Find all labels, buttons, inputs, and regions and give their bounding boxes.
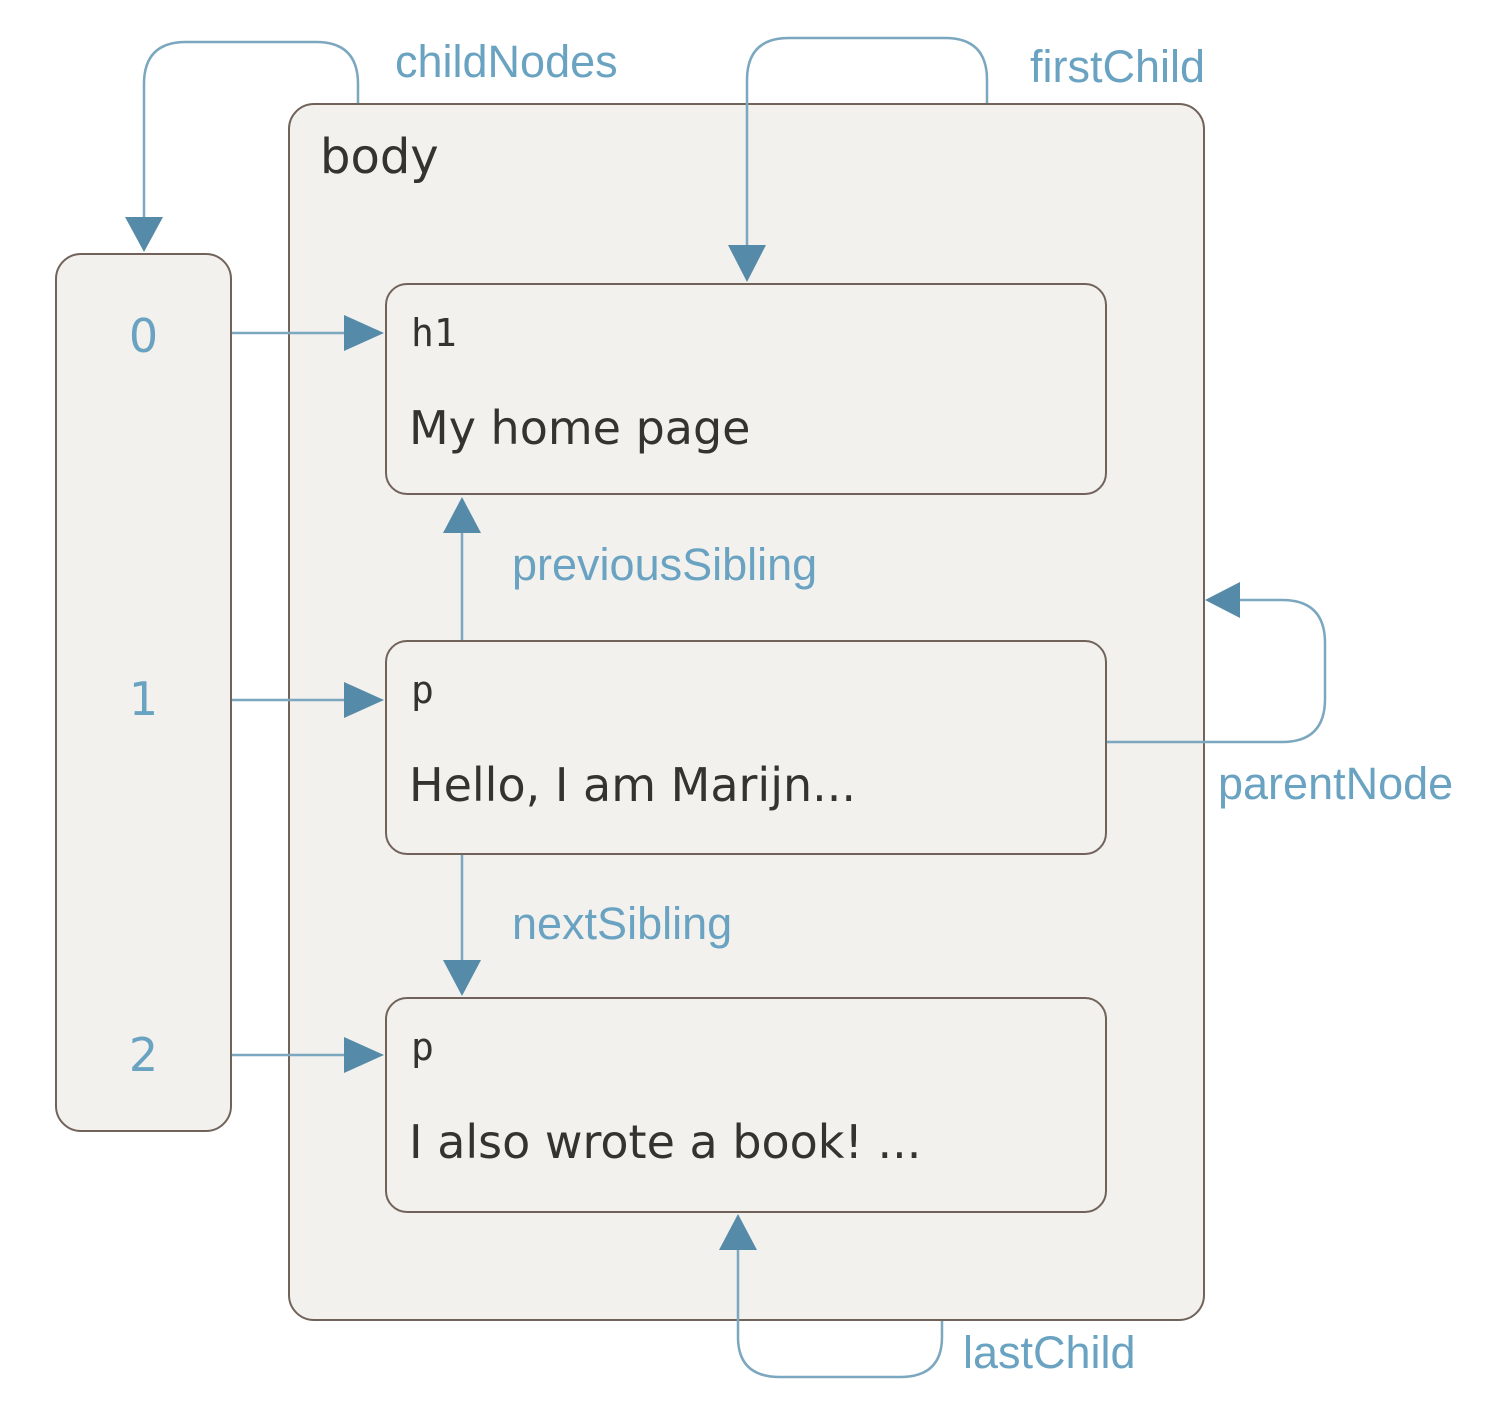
p1-text: Hello, I am Marijn... <box>409 758 857 812</box>
h1-tag-label: h1 <box>411 311 457 355</box>
p1-tag-label: p <box>411 668 434 712</box>
node-p1-box: p Hello, I am Marijn... <box>385 640 1107 855</box>
h1-text: My home page <box>409 401 751 455</box>
index-0: 0 <box>128 309 159 363</box>
firstchild-label: firstChild <box>1030 41 1206 92</box>
index-2: 2 <box>128 1028 159 1082</box>
lastchild-label: lastChild <box>963 1327 1136 1378</box>
previoussibling-label: previousSibling <box>512 539 818 590</box>
p2-text: I also wrote a book! ... <box>409 1115 922 1169</box>
childnodes-list-box: 0 1 2 <box>55 253 232 1132</box>
p2-tag-label: p <box>411 1025 434 1069</box>
childnodes-arrowhead-icon <box>125 217 163 252</box>
childnodes-label: childNodes <box>395 36 618 87</box>
index-1: 1 <box>128 672 159 726</box>
body-tag-label: body <box>320 129 439 185</box>
node-p2-box: p I also wrote a book! ... <box>385 997 1107 1213</box>
node-h1-box: h1 My home page <box>385 283 1107 495</box>
nextsibling-label: nextSibling <box>512 898 733 949</box>
parentnode-arrowhead-icon <box>1205 582 1240 618</box>
parentnode-label: parentNode <box>1218 758 1454 809</box>
